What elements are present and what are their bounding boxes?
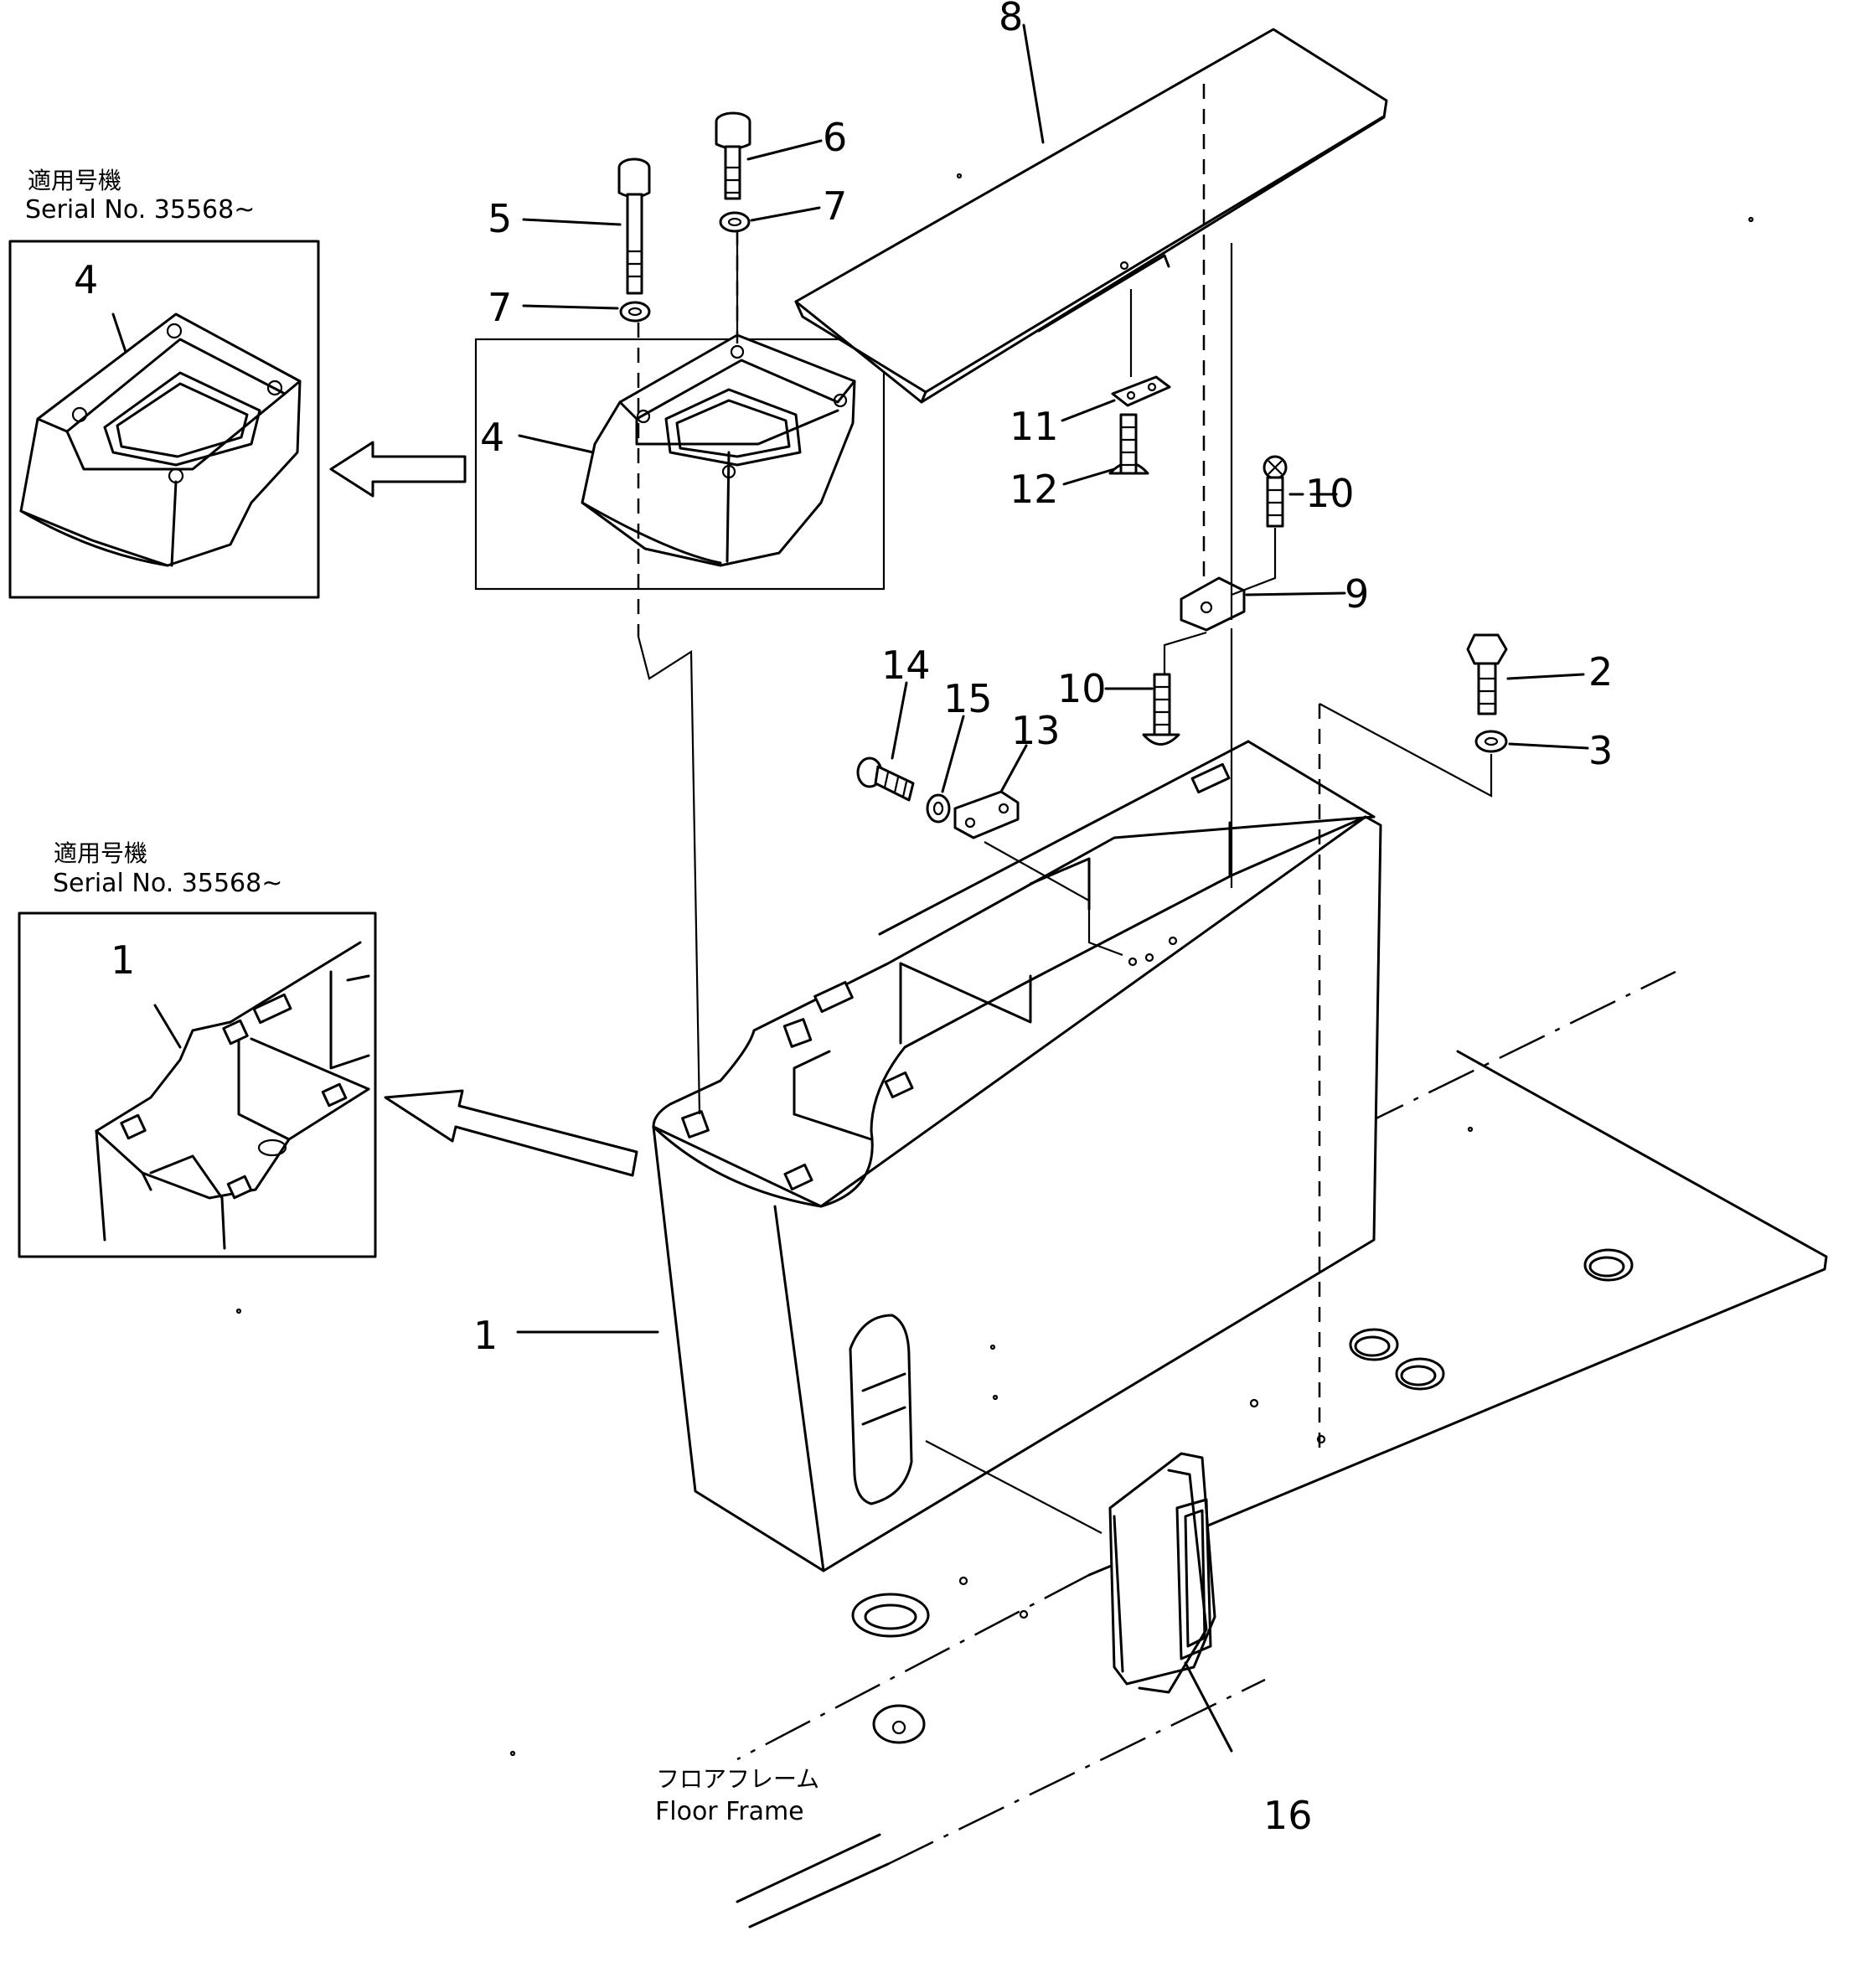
inset-top-title-en: Serial No. 35568~ bbox=[25, 195, 255, 225]
floor-slot bbox=[851, 1593, 930, 1638]
callout-4: 4 bbox=[480, 415, 504, 460]
inset-top-callout: 4 bbox=[74, 257, 98, 302]
callout-9: 9 bbox=[1345, 571, 1369, 617]
floor-frame: フロアフレーム Floor Frame bbox=[655, 970, 1828, 1929]
inset-bottom-title-jp: 適用号機 bbox=[54, 839, 147, 867]
part-13-bracket bbox=[953, 790, 1020, 839]
inset-serial-bottom: 適用号機 Serial No. 35568~ 1 bbox=[18, 839, 377, 1258]
callout-6: 6 bbox=[823, 115, 847, 160]
arrow-to-inset-bottom bbox=[384, 1089, 638, 1177]
part-7-washer-right bbox=[719, 211, 751, 233]
part-7-washer-left bbox=[619, 301, 651, 323]
callout-12: 12 bbox=[1010, 467, 1059, 512]
floor-hole bbox=[1395, 1357, 1445, 1391]
part-5-bolt bbox=[617, 157, 651, 295]
floor-frame-label-en: Floor Frame bbox=[655, 1797, 804, 1826]
callout-2: 2 bbox=[1588, 649, 1613, 695]
assembly-lines bbox=[637, 84, 1493, 1534]
callout-11: 11 bbox=[1010, 404, 1059, 449]
callout-7-left: 7 bbox=[488, 285, 512, 330]
part-15-washer bbox=[926, 793, 951, 824]
inset-bottom-title-en: Serial No. 35568~ bbox=[53, 869, 282, 898]
part-11-plate bbox=[1111, 375, 1171, 407]
inset-serial-top: 適用号機 Serial No. 35568~ 4 bbox=[8, 167, 320, 599]
part-10-screw-lower bbox=[1142, 673, 1180, 746]
callout-8: 8 bbox=[999, 0, 1023, 39]
floor-hole bbox=[1349, 1328, 1399, 1361]
callout-15: 15 bbox=[943, 676, 993, 721]
part-3-washer bbox=[1474, 730, 1508, 753]
inset-bottom-callout: 1 bbox=[111, 937, 135, 983]
part-10-screw-upper bbox=[1263, 455, 1288, 528]
part-4-top-plate bbox=[474, 333, 886, 591]
callout-10-upper: 10 bbox=[1305, 471, 1355, 516]
callout-3: 3 bbox=[1588, 728, 1613, 773]
inset-top-title-jp: 適用号機 bbox=[28, 167, 121, 194]
callout-13: 13 bbox=[1011, 708, 1061, 753]
callout-14: 14 bbox=[881, 643, 931, 688]
callout-5: 5 bbox=[488, 196, 512, 241]
part-2-bolt bbox=[1466, 633, 1508, 715]
floor-hole bbox=[872, 1704, 926, 1744]
callout-16: 16 bbox=[1263, 1793, 1313, 1838]
arrow-to-inset-top bbox=[329, 441, 467, 498]
callout-7-right: 7 bbox=[823, 183, 847, 229]
floor-hole bbox=[1583, 1248, 1634, 1282]
callouts: 1 2 3 4 5 6 7 7 8 9 10 10 11 bbox=[473, 0, 1613, 1838]
floor-frame-label-jp: フロアフレーム bbox=[656, 1765, 819, 1793]
callout-1: 1 bbox=[473, 1313, 498, 1358]
part-9-clip bbox=[1180, 576, 1246, 632]
part-8-armrest bbox=[794, 28, 1388, 404]
part-1-console-box bbox=[652, 740, 1382, 1572]
part-16-grip-handle bbox=[1108, 1452, 1216, 1694]
part-12-screw bbox=[1108, 413, 1149, 475]
part-14-bolt bbox=[856, 756, 915, 802]
callout-10-lower: 10 bbox=[1057, 666, 1107, 711]
part-6-bolt bbox=[715, 111, 751, 200]
